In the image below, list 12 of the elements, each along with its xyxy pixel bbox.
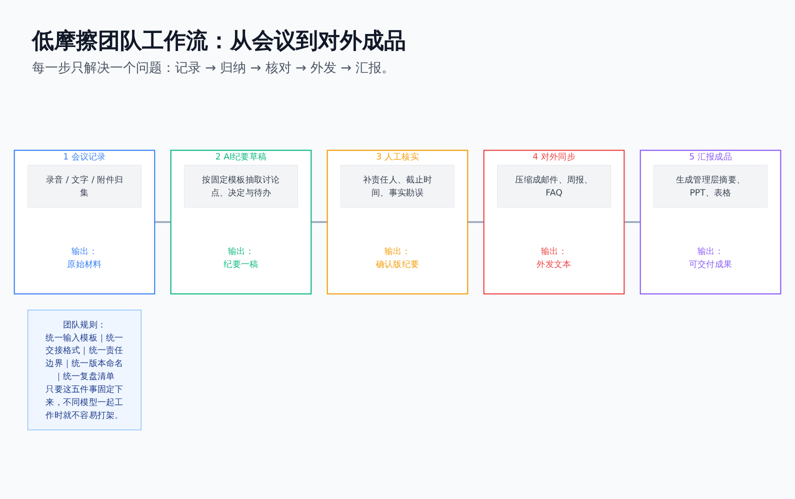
connector xyxy=(154,221,171,223)
node-box: 录音 / 文字 / 附件归集 xyxy=(28,164,142,208)
diagram-title: 低摩擦团队工作流：从会议到对外成品 xyxy=(32,28,406,56)
connector xyxy=(311,221,328,223)
connector xyxy=(624,221,640,223)
subtitle-note: 每一步只解决一个问题：记录 → 归纳 → 核对 → 外发 → 汇报。 xyxy=(32,60,395,78)
node-box: 压缩成邮件、周报、FAQ xyxy=(497,164,611,208)
node-box: 生成管理层摘要、PPT、表格 xyxy=(654,164,768,208)
node-box: 团队规则： 统一输入模板｜统一交接格式｜统一责任边界｜统一版本命名｜统一复盘清单 只要这五件事固定下来，不同模型一起工作时就不容易打架。 xyxy=(27,310,142,430)
node-box: 补责任人、截止时间、事实勘误 xyxy=(340,164,454,208)
connector xyxy=(468,221,484,223)
node-box: 按固定模板抽取讨论点、决定与待办 xyxy=(184,164,298,208)
